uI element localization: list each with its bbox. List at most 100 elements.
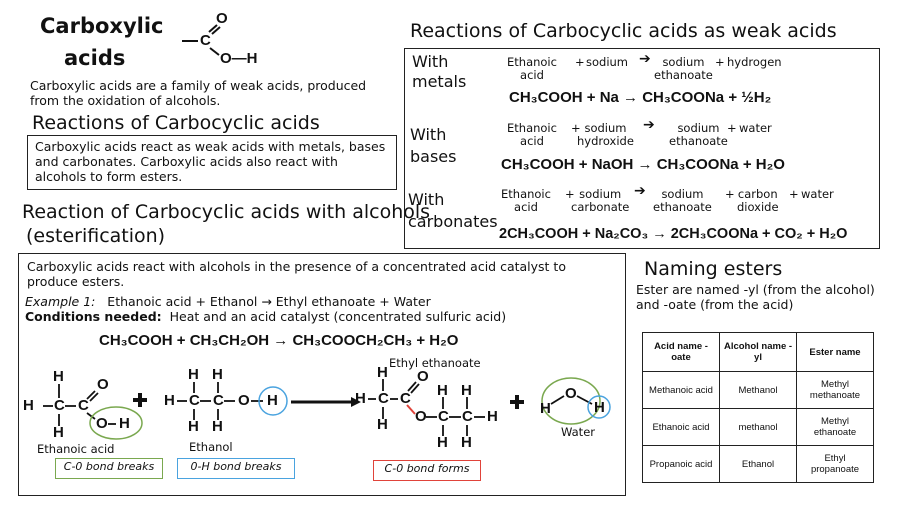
tag-oh-bond-breaks: 0-H bond breaks bbox=[177, 458, 295, 479]
bases-w2b: hydroxide bbox=[577, 134, 634, 148]
bases-w3b: ethanoate bbox=[669, 134, 728, 148]
bases-w2: sodium bbox=[584, 121, 627, 135]
ethanoic-H-left: H bbox=[23, 397, 34, 414]
conditions-line: Conditions needed: Heat and an acid cata… bbox=[25, 309, 506, 324]
bases-w1: Ethanoic bbox=[507, 121, 557, 135]
carbonates-w4: carbon bbox=[737, 187, 778, 201]
table-header-alcohol: Alcohol name -yl bbox=[719, 332, 797, 372]
ester-H-left: H bbox=[355, 390, 366, 407]
metals-word-2: sodium bbox=[586, 55, 629, 69]
bases-w3: sodium bbox=[677, 121, 720, 135]
table-cell: Ethanol bbox=[719, 445, 797, 483]
ester-H-right: H bbox=[487, 408, 498, 425]
metals-w1b: acid bbox=[520, 68, 544, 82]
carbonates-plus-2: + bbox=[725, 187, 735, 201]
carbonates-label-line2: carbonates bbox=[408, 212, 498, 231]
carboxyl-O-atom: O bbox=[216, 10, 228, 27]
carboxyl-group-diagram: O C O—H bbox=[178, 10, 268, 70]
metals-equation: CH₃COOH + Na → CH₃COONa + ½H₂ bbox=[509, 89, 772, 106]
esterification-equation: CH₃COOH + CH₃CH₂OH → CH₃COOCH₂CH₃ + H₂O bbox=[99, 332, 459, 349]
label-water: Water bbox=[561, 425, 595, 439]
reactions-text: Carboxylic acids react as weak acids wit… bbox=[35, 139, 386, 184]
page-title-line1: Carboxylic bbox=[40, 14, 164, 38]
bases-w1b: acid bbox=[520, 134, 544, 148]
example-label: Example 1: bbox=[25, 294, 96, 309]
tag-co-bond-breaks: C-0 bond breaks bbox=[55, 458, 163, 479]
carbonates-w2b: carbonate bbox=[571, 200, 630, 214]
water-H-left: H bbox=[540, 400, 551, 417]
example-text: Ethanoic acid + Ethanol → Ethyl ethanoat… bbox=[107, 294, 431, 309]
ester-H4-top: H bbox=[461, 382, 472, 399]
ethanol-H1-top: H bbox=[188, 366, 199, 383]
table-row: Methanoic acid Methanol Methyl methanoat… bbox=[642, 371, 874, 409]
bases-label-line2: bases bbox=[410, 147, 457, 166]
metals-label: With metals bbox=[412, 52, 466, 92]
esterification-box: Carboxylic acids react with alcohols in … bbox=[18, 253, 626, 496]
reactions-heading: Reactions of Carbocyclic acids bbox=[32, 112, 320, 134]
bases-plus-2: + bbox=[727, 121, 737, 135]
ester-O: O bbox=[415, 408, 427, 425]
ethanoic-O-double: O bbox=[97, 376, 109, 393]
bases-label-line1: With bbox=[410, 125, 447, 144]
metals-plus-2: + bbox=[715, 55, 725, 69]
metals-plus-1: + bbox=[575, 55, 585, 69]
table-cell: Methyl ethanoate bbox=[796, 408, 874, 446]
ethanol-C1: C bbox=[189, 392, 200, 409]
ester-H3-top: H bbox=[437, 382, 448, 399]
carbonates-arrow-icon: ➔ bbox=[634, 183, 646, 199]
ester-O-double: O bbox=[417, 368, 429, 385]
carbonates-equation: 2CH₃COOH + Na₂CO₃ → 2CH₃COONa + CO₂ + H₂… bbox=[499, 226, 848, 242]
carboxyl-bonds bbox=[182, 24, 221, 56]
ethanoic-C2: C bbox=[78, 397, 89, 414]
weak-acids-heading: Reactions of Carbocyclic acids as weak a… bbox=[410, 20, 837, 42]
table-header-ester: Ester name bbox=[796, 332, 874, 372]
water-H-right: H bbox=[594, 399, 605, 416]
table-row: Propanoic acid Ethanol Ethyl propanoate bbox=[642, 445, 874, 483]
table-header-row: Acid name -oate Alcohol name -yl Ester n… bbox=[642, 332, 874, 372]
ethanol-H2-bottom: H bbox=[212, 418, 223, 435]
ethanol-H2-top: H bbox=[212, 366, 223, 383]
tag-co-bond-forms: C-0 bond forms bbox=[373, 460, 481, 481]
metals-word-4: hydrogen bbox=[727, 55, 782, 69]
metals-w1: Ethanoic bbox=[507, 55, 557, 69]
reactions-box: Carboxylic acids react as weak acids wit… bbox=[27, 135, 397, 190]
table-cell: methanol bbox=[719, 408, 797, 446]
carbonates-w3b: ethanoate bbox=[653, 200, 712, 214]
ethanol-C2: C bbox=[213, 392, 224, 409]
ethanol-H-left: H bbox=[164, 392, 175, 409]
ester-C1: C bbox=[378, 390, 389, 407]
ethanoic-C1: C bbox=[54, 397, 65, 414]
carbonates-w2: sodium bbox=[579, 187, 622, 201]
bases-equation: CH₃COOH + NaOH → CH₃COONa + H₂O bbox=[501, 156, 785, 173]
label-ethanoic-acid: Ethanoic acid bbox=[37, 442, 115, 456]
carbonates-w1: Ethanoic bbox=[501, 187, 551, 201]
carbonates-w4b: dioxide bbox=[737, 200, 779, 214]
table-cell: Methanol bbox=[719, 371, 797, 409]
metals-arrow-icon: ➔ bbox=[639, 51, 651, 67]
ester-C2: C bbox=[400, 390, 411, 407]
ethanol-O: O bbox=[238, 392, 250, 409]
naming-text: Ester are named -yl (from the alcohol) a… bbox=[636, 282, 875, 312]
conditions-text: Heat and an acid catalyst (concentrated … bbox=[169, 309, 507, 324]
naming-heading: Naming esters bbox=[644, 258, 783, 280]
esters-table: Acid name -oate Alcohol name -yl Ester n… bbox=[642, 332, 874, 483]
esterification-bonds bbox=[43, 377, 611, 440]
table-header-acid: Acid name -oate bbox=[642, 332, 720, 372]
ester-H-top: H bbox=[377, 364, 388, 381]
ethanol-H1-bottom: H bbox=[188, 418, 199, 435]
ethanoic-H-acid: H bbox=[119, 415, 130, 432]
ester-H4-bottom: H bbox=[461, 434, 472, 451]
bases-word-4: water bbox=[739, 121, 772, 135]
ethanol-H-hydroxyl: H bbox=[267, 392, 278, 409]
metals-w3: sodium bbox=[662, 55, 705, 69]
table-cell: Ethyl propanoate bbox=[796, 445, 874, 483]
metals-w3b: ethanoate bbox=[654, 68, 713, 82]
